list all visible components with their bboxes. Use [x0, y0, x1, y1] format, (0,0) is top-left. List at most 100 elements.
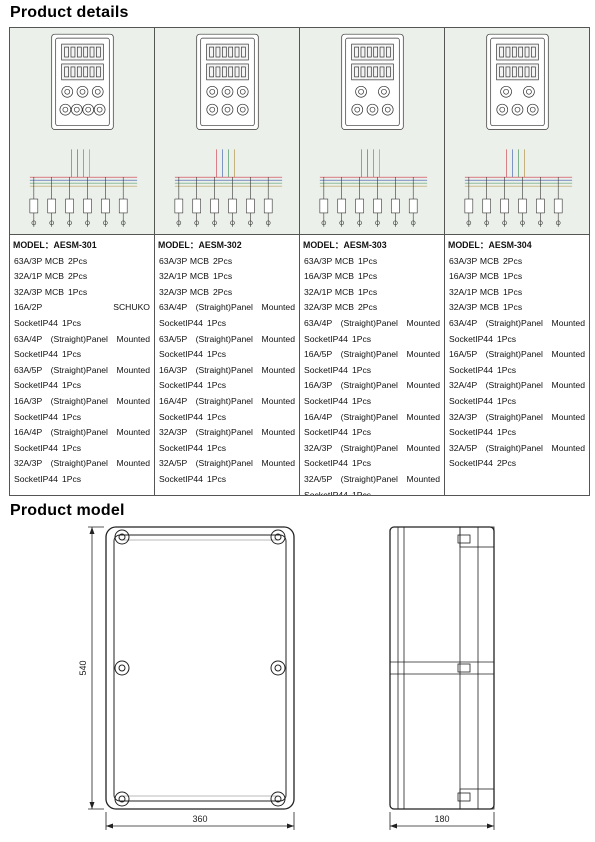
product-model-drawings: 540 360 180 — [78, 526, 495, 830]
item-qty: 1Pcs — [61, 380, 82, 391]
item-name: 63A/4P (Straight)Panel Mounted SocketIP4… — [449, 317, 585, 344]
item-qty: 1Pcs — [61, 411, 82, 422]
item-name: 32A/3P MCB — [304, 302, 355, 313]
item-qty: 1Pcs — [503, 302, 523, 313]
item-name: 16A/5P (Straight)Panel Mounted SocketIP4… — [304, 349, 440, 375]
item-qty: 1Pcs — [351, 333, 372, 344]
item-qty: 1Pcs — [351, 458, 372, 469]
item-name: 32A/3P (Straight)Panel Mounted SocketIP4… — [449, 411, 585, 438]
item-qty: 1Pcs — [503, 286, 523, 297]
item-name: 32A/3P (Straight)Panel Mounted SocketIP4… — [304, 442, 440, 469]
item-qty: 1Pcs — [206, 380, 227, 391]
list-item: 16A/4P (Straight)Panel Mounted SocketIP4… — [303, 410, 440, 441]
item-name: 63A/4P (Straight)Panel Mounted SocketIP4… — [14, 333, 150, 360]
list-item: 32A/4P (Straight)Panel Mounted SocketIP4… — [448, 378, 585, 409]
item-name: 32A/3P MCB — [449, 302, 500, 313]
item-qty: 1Pcs — [351, 489, 372, 496]
model-label: MODEL：AESM-304 — [448, 240, 532, 250]
front-view-drawing — [88, 526, 295, 830]
item-name: 32A/3P MCB — [159, 286, 210, 297]
item-qty: 1Pcs — [496, 427, 517, 438]
list-item: 32A/5P (Straight)Panel Mounted SocketIP4… — [448, 441, 585, 472]
list-item: 32A/3P (Straight)Panel Mounted SocketIP4… — [448, 410, 585, 441]
list-item: 32A/5P (Straight)Panel Mounted SocketIP4… — [303, 472, 440, 495]
item-name: 32A/3P (Straight)Panel Mounted SocketIP4… — [159, 427, 295, 453]
item-name: 32A/5P (Straight)Panel Mounted SocketIP4… — [159, 458, 295, 484]
product-details-title: Product details — [10, 4, 129, 21]
product-model-title: Product model — [10, 502, 125, 519]
item-name: 16A/5P (Straight)Panel Mounted SocketIP4… — [449, 349, 585, 375]
list-item: 63A/4P (Straight)Panel Mounted SocketIP4… — [448, 316, 585, 347]
item-name: 32A/3P MCB — [14, 286, 65, 297]
item-name: 63A/3P MCB — [304, 255, 355, 266]
item-name: 63A/5P (Straight)Panel Mounted SocketIP4… — [159, 333, 295, 360]
item-qty: 1Pcs — [206, 411, 227, 422]
item-name: 16A/3P MCB — [304, 271, 355, 282]
item-qty: 1Pcs — [206, 473, 227, 484]
list-item: 16A/3P (Straight)Panel Mounted SocketIP4… — [158, 363, 295, 394]
height-dimension-label: 540 — [78, 660, 88, 675]
item-name: 16A/3P MCB — [449, 271, 500, 282]
item-name: 16A/3P (Straight)Panel Mounted SocketIP4… — [304, 380, 440, 406]
item-qty: 1Pcs — [496, 364, 517, 375]
item-qty: 2Pcs — [68, 255, 88, 266]
item-name: 32A/1P MCB — [449, 286, 500, 297]
item-qty: 1Pcs — [61, 442, 82, 453]
item-qty: 1Pcs — [358, 255, 378, 266]
item-name: 16A/4P (Straight)Panel Mounted SocketIP4… — [14, 427, 150, 453]
list-item: 63A/5P (Straight)Panel Mounted SocketIP4… — [13, 363, 150, 394]
list-item: 32A/3P (Straight)Panel Mounted SocketIP4… — [158, 425, 295, 456]
diagram-aesm-301 — [10, 28, 155, 234]
item-name: 63A/3P MCB — [449, 255, 500, 266]
item-qty: 1Pcs — [206, 317, 227, 328]
item-qty: 1Pcs — [496, 333, 517, 344]
item-name: 63A/4P (Straight)Panel Mounted SocketIP4… — [159, 302, 295, 328]
item-qty: 2Pcs — [68, 271, 88, 282]
item-qty: 1Pcs — [213, 271, 233, 282]
item-qty: 1Pcs — [503, 271, 523, 282]
depth-dimension-label: 180 — [434, 814, 449, 824]
item-name: 16A/4P (Straight)Panel Mounted SocketIP4… — [159, 395, 295, 422]
item-qty: 2Pcs — [496, 458, 517, 469]
item-name: 63A/4P (Straight)Panel Mounted SocketIP4… — [304, 317, 440, 344]
item-qty: 1Pcs — [358, 271, 378, 282]
width-dimension-label: 360 — [192, 814, 207, 824]
list-item: 63A/4P (Straight)Panel Mounted SocketIP4… — [303, 316, 440, 347]
diagram-row — [10, 28, 589, 235]
model-label: MODEL：AESM-302 — [158, 240, 242, 250]
item-qty: 1Pcs — [68, 286, 88, 297]
model-label: MODEL：AESM-301 — [13, 240, 97, 250]
item-qty: 1Pcs — [61, 317, 82, 328]
list-item: 16A/3P (Straight)Panel Mounted SocketIP4… — [303, 378, 440, 409]
item-qty: 1Pcs — [61, 473, 82, 484]
list-item: 16A/3P (Straight)Panel Mounted SocketIP4… — [13, 394, 150, 425]
item-name: 63A/5P (Straight)Panel Mounted SocketIP4… — [14, 364, 150, 391]
list-item: 63A/4P (Straight)Panel Mounted SocketIP4… — [13, 332, 150, 363]
item-qty: 2Pcs — [213, 255, 233, 266]
item-name: 16A/3P (Straight)Panel Mounted SocketIP4… — [159, 364, 295, 391]
item-qty: 1Pcs — [61, 349, 82, 360]
side-view-drawing — [389, 526, 495, 830]
list-item: 32A/3P (Straight)Panel Mounted SocketIP4… — [13, 456, 150, 487]
item-name: 16A/4P (Straight)Panel Mounted SocketIP4… — [304, 411, 440, 438]
item-qty: 2Pcs — [503, 255, 523, 266]
item-qty: 1Pcs — [206, 349, 227, 360]
item-name: 32A/1P MCB — [14, 271, 65, 282]
